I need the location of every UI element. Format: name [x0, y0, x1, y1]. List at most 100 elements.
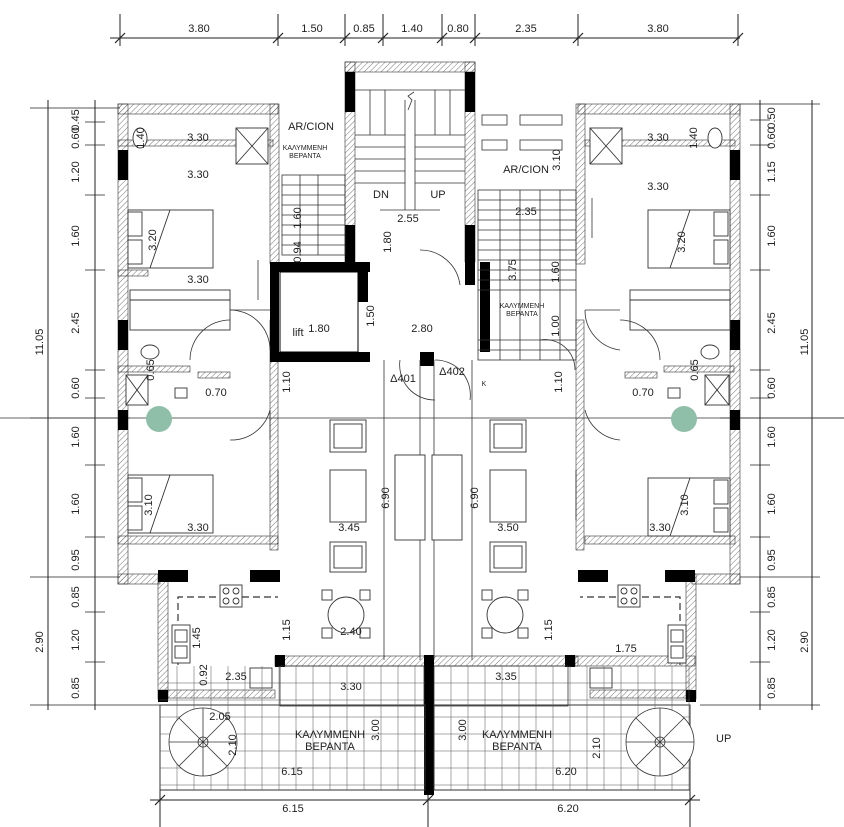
dim-label: 0.65 — [689, 359, 701, 380]
dim-label: 1.45 — [191, 627, 203, 648]
spiral-stair-left — [168, 707, 238, 777]
dim-right-11: 1.20 — [766, 629, 778, 650]
dim-label: 1.60 — [550, 261, 562, 282]
veranda-right-label: ΚΑΛΥΜΜΕΝΗ — [482, 729, 552, 741]
dim-label: 1.15 — [543, 619, 555, 640]
structural-columns — [118, 72, 740, 795]
dim-left-10: 0.85 — [70, 586, 82, 607]
dim-right-1: 0.50 — [766, 107, 778, 128]
staircase: DN UP ΚΑΛΥΜΜΕΝΗ ΒΕΡΑΝΤΑ ΚΑΛΥΜΜΕΝΗ — [281, 89, 577, 361]
dim-label: 3.30 — [187, 132, 208, 144]
dim-label: 1.10 — [553, 371, 565, 392]
dim-label: 2.80 — [411, 323, 432, 335]
right-dimension-line: 0.50 0.60 1.15 1.60 2.45 0.60 1.60 1.60 … — [700, 100, 844, 710]
dim-left-6: 0.60 — [70, 377, 82, 398]
dim-label: 2.35 — [515, 206, 536, 218]
dim-label: 6.15 — [281, 766, 302, 778]
dim-left-4: 1.60 — [70, 225, 82, 246]
dim-right-5: 2.45 — [766, 312, 778, 333]
dim-right-lower: 2.90 — [799, 631, 811, 652]
veranda-small-label-2: ΒΕΡΑΝΤΑ — [506, 311, 538, 318]
dim-right-7: 1.60 — [766, 426, 778, 447]
door-label-402: Δ402 — [439, 366, 465, 378]
dim-left-9: 0.95 — [70, 549, 82, 570]
dim-label: 3.10 — [679, 494, 691, 515]
dim-right-10: 0.85 — [766, 586, 778, 607]
up-outside-label: UP — [716, 733, 731, 745]
dim-label: 3.10 — [143, 494, 155, 515]
dim-label: 3.30 — [649, 522, 670, 534]
dim-label: 2.40 — [340, 626, 361, 638]
dim-left-5: 2.45 — [70, 312, 82, 333]
dim-label: 3.45 — [338, 522, 359, 534]
dim-label: 2.05 — [209, 711, 230, 723]
dim-label: 1.75 — [615, 643, 636, 655]
column-marker-right — [671, 406, 697, 432]
dim-label: 6.90 — [380, 487, 392, 508]
dim-label: 1.15 — [281, 619, 293, 640]
dim-label: 6.90 — [469, 487, 481, 508]
veranda-left-label: ΚΑΛΥΜΜΕΝΗ — [295, 729, 365, 741]
arcion-right-label: AR/CION — [503, 164, 549, 176]
dim-label: 3.35 — [495, 671, 516, 683]
dim-label: 3.00 — [370, 719, 382, 740]
dim-label: 2.10 — [227, 734, 239, 755]
dim-right-8: 1.60 — [766, 493, 778, 514]
dim-label: 1.80 — [308, 323, 329, 335]
column-marker-left — [146, 406, 172, 432]
bottom-dimension-line: 6.15 6.20 — [150, 790, 700, 827]
outer-walls — [117, 61, 741, 700]
dim-right-12: 0.85 — [766, 677, 778, 698]
dim-bottom-right: 6.20 — [557, 803, 578, 815]
dim-label: 0.70 — [632, 387, 653, 399]
dim-label: 3.00 — [457, 719, 469, 740]
dim-label: 3.10 — [551, 149, 563, 170]
stair-dn-label: DN — [373, 189, 389, 201]
dim-label: 3.30 — [187, 169, 208, 181]
dim-top-7: 3.80 — [647, 23, 668, 35]
dim-left-7: 1.60 — [70, 426, 82, 447]
arcion-left-label: AR/CION — [288, 121, 334, 133]
dim-top-2: 1.50 — [301, 23, 322, 35]
dim-label: 3.30 — [187, 522, 208, 534]
dim-right-4: 1.60 — [766, 225, 778, 246]
dim-top-5: 0.80 — [447, 23, 468, 35]
veranda-small-left-2: ΒΕΡΑΝΤΑ — [289, 153, 321, 160]
dim-label: 0.94 — [292, 241, 304, 262]
dim-label: 2.10 — [591, 737, 603, 758]
spiral-stair-right — [625, 707, 695, 777]
dim-label: 6.20 — [555, 766, 576, 778]
dim-label: 1.40 — [688, 127, 700, 148]
dim-label: 0.70 — [205, 387, 226, 399]
dim-label: 1.10 — [281, 371, 293, 392]
central-corridor-lines — [383, 360, 473, 660]
dim-top-1: 3.80 — [188, 23, 209, 35]
dim-label: 1.00 — [550, 315, 562, 336]
dim-label: 3.20 — [676, 231, 688, 252]
veranda-left-label-2: ΒΕΡΑΝΤΑ — [305, 741, 355, 753]
left-dimension-line: 0.45 0.60 1.20 1.60 2.45 0.60 1.60 1.60 … — [30, 100, 160, 710]
stair-up-label: UP — [430, 189, 445, 201]
veranda-small-left: ΚΑΛΥΜΜΕΝΗ — [283, 145, 328, 152]
interior-dimensions: 3.30 1.40 3.30 3.20 3.30 2.55 1.60 0.94 … — [135, 127, 701, 778]
dim-label: 1.80 — [382, 231, 394, 252]
dim-left-2: 0.60 — [70, 127, 82, 148]
dim-label: 1.60 — [292, 207, 304, 228]
dim-label: 2.55 — [397, 213, 418, 225]
kitchens — [171, 584, 687, 689]
dim-right-3: 1.15 — [766, 161, 778, 182]
dim-top-3: 0.85 — [353, 23, 374, 35]
bathroom-fixtures — [125, 127, 731, 432]
lift-shaft: lift — [279, 271, 359, 353]
dim-left-total: 11.05 — [34, 329, 46, 356]
dim-left-lower: 2.90 — [34, 631, 46, 652]
dim-label: 3.30 — [340, 681, 361, 693]
dim-label: 0.92 — [198, 664, 210, 685]
dim-label: 3.50 — [497, 522, 518, 534]
dim-label: 3.30 — [647, 132, 668, 144]
door-label-401: Δ401 — [390, 373, 416, 385]
door-swings — [189, 198, 661, 520]
veranda-right-label-2: ΒΕΡΑΝΤΑ — [492, 741, 542, 753]
dim-right-2: 0.60 — [766, 127, 778, 148]
